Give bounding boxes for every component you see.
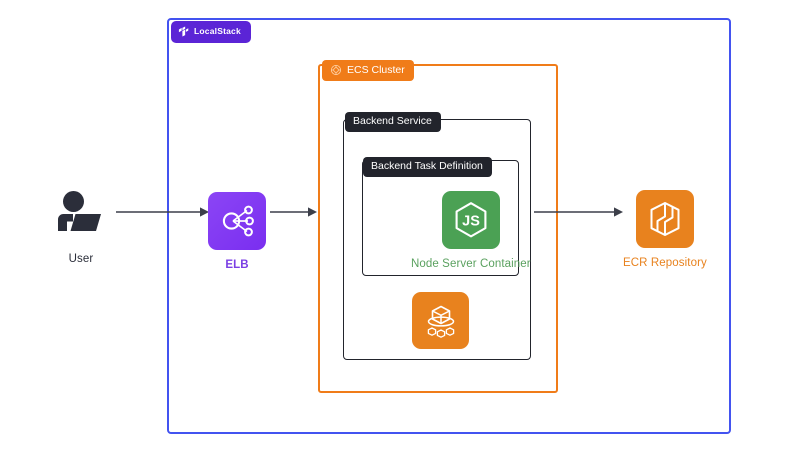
backend-service-boundary-tag: Backend Service bbox=[345, 112, 441, 132]
arrow-elb-to-ecs-cluster bbox=[270, 207, 317, 217]
backend-task-definition-boundary-label: Backend Task Definition bbox=[371, 160, 483, 172]
arrow-backend-service-to-ecr bbox=[534, 207, 623, 217]
node-user-label: User bbox=[68, 253, 94, 265]
ecs-cluster-icon bbox=[330, 64, 342, 76]
backend-service-boundary-label: Backend Service bbox=[353, 115, 432, 127]
ecs-cluster-boundary-tag: ECS Cluster bbox=[322, 60, 414, 81]
node-elb[interactable]: ELB bbox=[208, 192, 266, 271]
ecs-cluster-boundary-box bbox=[318, 64, 558, 393]
backend-task-definition-boundary-tag: Backend Task Definition bbox=[363, 157, 492, 177]
arrow-user-to-elb bbox=[116, 207, 209, 217]
ecr-repository-cube-icon bbox=[635, 190, 694, 248]
node-user[interactable]: User bbox=[52, 186, 110, 265]
user-at-laptop-icon bbox=[52, 186, 110, 244]
nodejs-js-hexagon-icon: JS bbox=[441, 191, 500, 249]
localstack-boundary-label: LocalStack bbox=[194, 26, 241, 37]
node-node-server-container-label: Node Server Container bbox=[411, 258, 531, 270]
node-elb-label: ELB bbox=[225, 259, 249, 271]
localstack-boundary-tag: LocalStack bbox=[171, 21, 251, 43]
localstack-logo-icon bbox=[178, 26, 189, 37]
node-node-server-container[interactable]: JS Node Server Container bbox=[411, 191, 531, 270]
node-ecr-repository[interactable]: ECR Repository bbox=[623, 190, 707, 269]
localstack-boundary-box bbox=[167, 18, 731, 434]
elastic-load-balancer-icon bbox=[208, 192, 266, 250]
node-ecr-repository-label: ECR Repository bbox=[623, 257, 707, 269]
svg-text:JS: JS bbox=[462, 214, 480, 230]
ecs-container-service-icon bbox=[412, 292, 469, 349]
ecs-cluster-boundary-label: ECS Cluster bbox=[347, 63, 405, 76]
node-ecs-task[interactable] bbox=[412, 292, 469, 349]
